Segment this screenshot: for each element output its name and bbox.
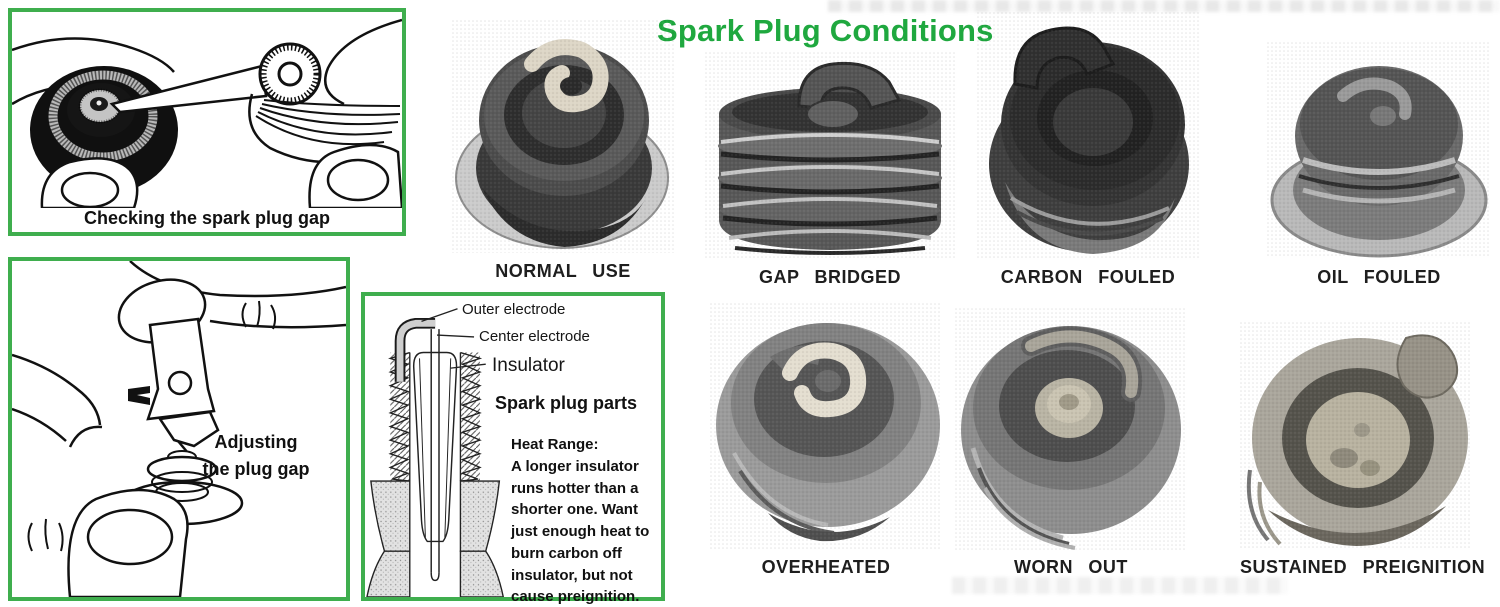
- figure-carbon-fouled: CARBON FOULED: [977, 12, 1199, 288]
- center-electrode-label: Center electrode: [479, 328, 590, 345]
- photo-oil-fouled: [1267, 42, 1491, 258]
- photo-overheated: [710, 303, 942, 551]
- page-title: Spark Plug Conditions: [657, 13, 994, 48]
- figure-worn-out: WORN OUT: [955, 308, 1187, 578]
- insulator-label: Insulator: [492, 355, 565, 376]
- spark-plug-parts-panel: Outer electrode Center electrode Insulat…: [361, 292, 665, 605]
- outer-electrode-label: Outer electrode: [462, 301, 566, 318]
- figure-normal-use: NORMAL USE: [452, 20, 674, 282]
- figure-gap-bridged: GAP BRIDGED: [705, 52, 955, 288]
- adjusting-caption-line1: Adjusting: [214, 432, 298, 452]
- condition-label-worn-out: WORN OUT: [1014, 557, 1128, 577]
- print-bleed-artifact-top: [828, 0, 1500, 12]
- photo-normal-use: [452, 20, 674, 253]
- condition-label-normal-use: NORMAL USE: [495, 261, 631, 281]
- photo-gap-bridged: [705, 52, 955, 260]
- checking-gap-caption: Checking the spark plug gap: [83, 208, 331, 228]
- spark-plug-cross-section: [366, 308, 504, 597]
- photo-sustained-preignition: [1240, 322, 1472, 550]
- figure-overheated: OVERHEATED: [710, 303, 942, 578]
- figure-sustained-preignition: SUSTAINED PREIGNITION: [1240, 322, 1486, 578]
- photo-carbon-fouled: [977, 12, 1199, 258]
- checking-gap-panel: Checking the spark plug gap: [8, 8, 406, 236]
- condition-label-overheated: OVERHEATED: [761, 557, 891, 577]
- condition-label-oil-fouled: OIL FOULED: [1317, 267, 1441, 287]
- checking-gap-illustration: [12, 18, 402, 208]
- heat-range-note: Heat Range: A longer insulator runs hott…: [511, 434, 665, 607]
- photo-worn-out: [955, 308, 1187, 550]
- adjusting-caption-line2: the plug gap: [202, 459, 310, 479]
- adjusting-gap-panel: Adjusting the plug gap: [8, 257, 350, 601]
- figure-oil-fouled: OIL FOULED: [1267, 42, 1491, 288]
- heat-range-title: Heat Range:: [511, 436, 599, 453]
- condition-label-sustained-preignition: SUSTAINED PREIGNITION: [1240, 557, 1486, 577]
- adjusting-gap-illustration: [12, 261, 346, 597]
- adjusting-gap-caption: Adjusting the plug gap: [176, 429, 336, 483]
- condition-label-gap-bridged: GAP BRIDGED: [758, 267, 902, 287]
- condition-label-carbon-fouled: CARBON FOULED: [1000, 267, 1176, 287]
- print-bleed-artifact-bottom: [952, 577, 1288, 594]
- spark-plug-parts-heading: Spark plug parts: [495, 393, 638, 413]
- heat-range-body: A longer insulator runs hotter than a sh…: [511, 457, 650, 606]
